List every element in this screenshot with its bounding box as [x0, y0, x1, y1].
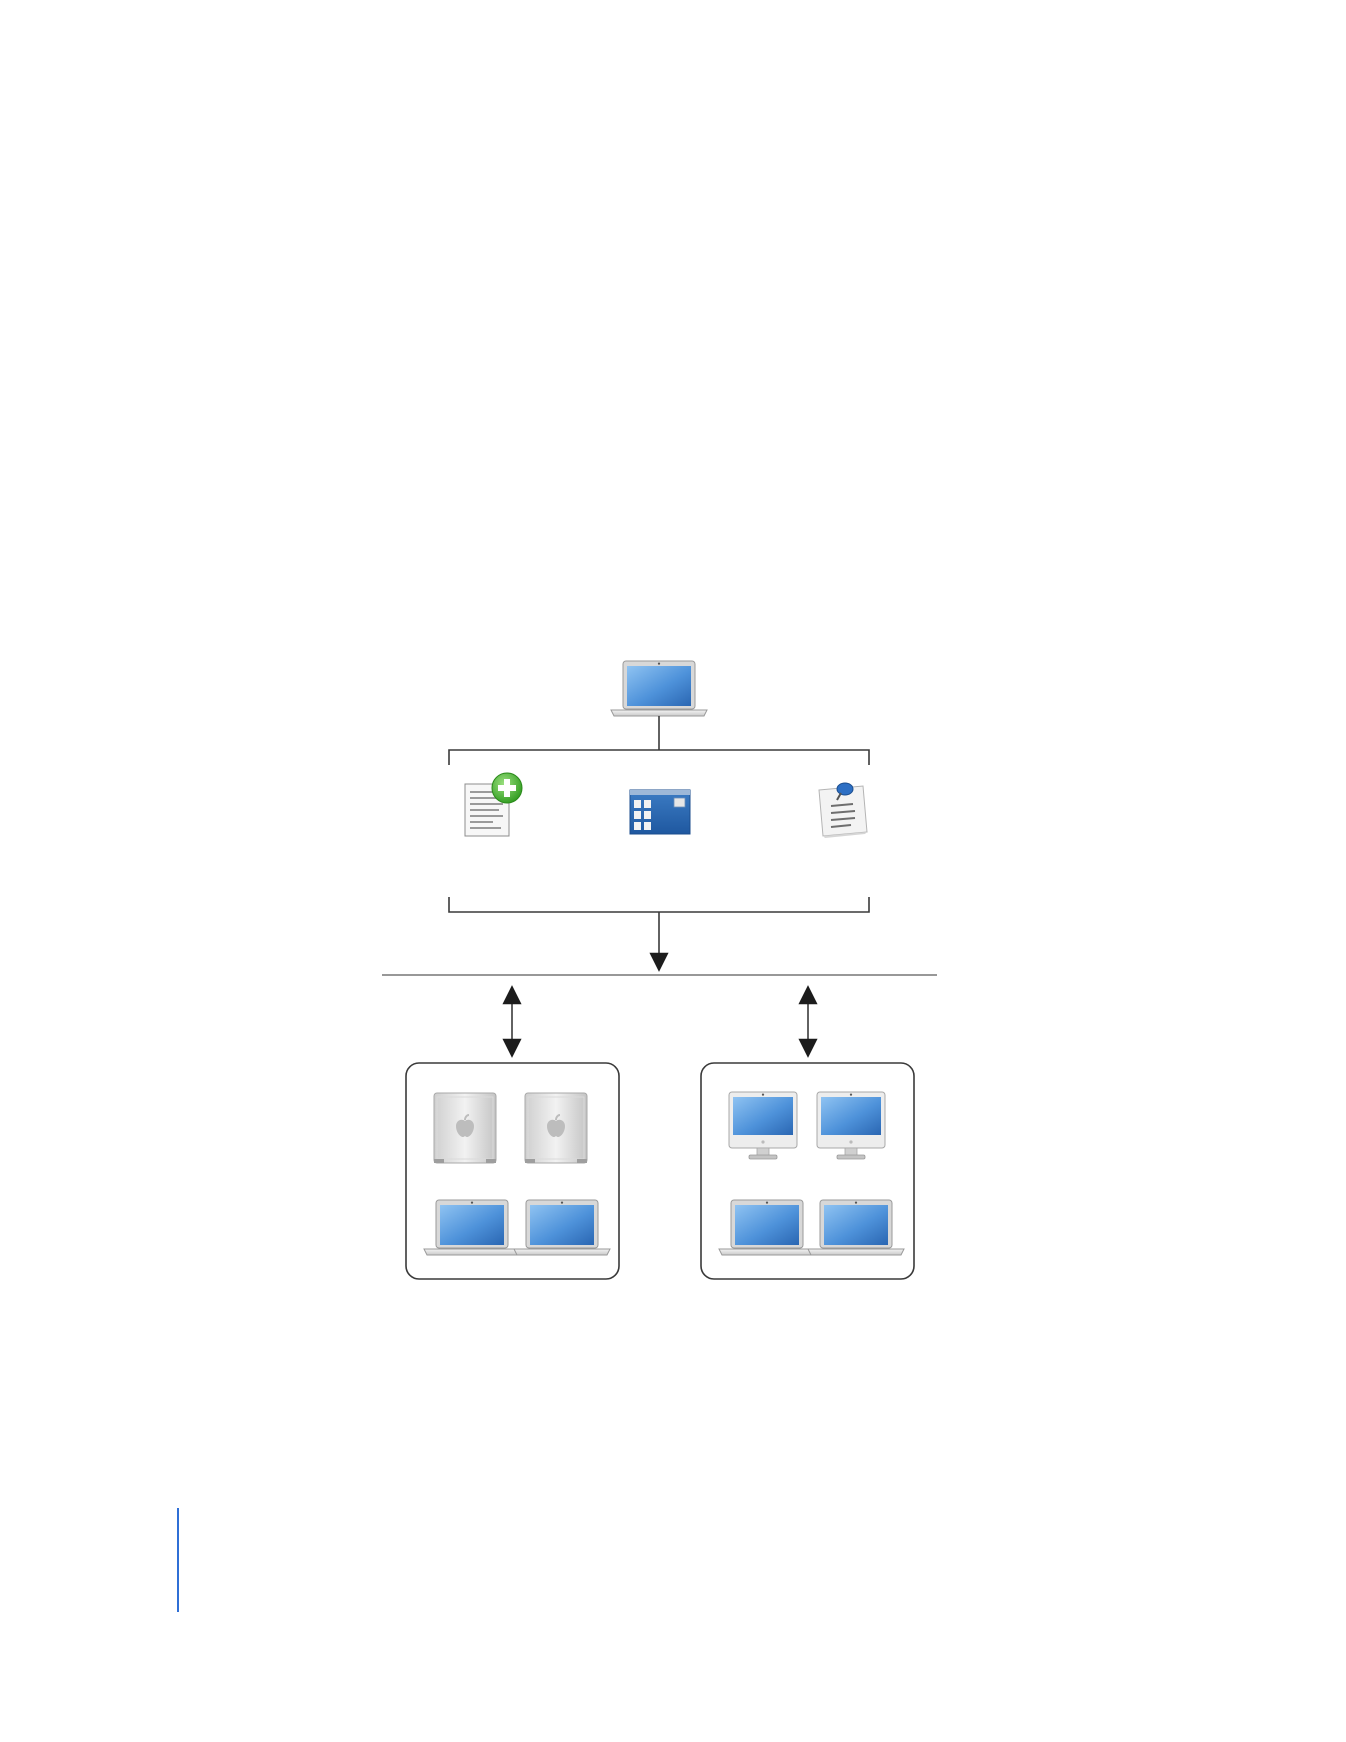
laptop-computer	[513, 1199, 611, 1256]
laptop-computer	[718, 1199, 816, 1256]
top-connector	[448, 716, 870, 765]
new-document-icon	[464, 772, 523, 837]
note-pin-icon	[818, 782, 868, 838]
tower-computer	[433, 1092, 497, 1164]
dashboard-window-icon	[629, 789, 691, 835]
source-laptop	[610, 660, 708, 717]
page-margin-rule	[177, 1508, 179, 1612]
right-computer-group	[700, 1062, 915, 1280]
left-computer-group	[405, 1062, 620, 1280]
tower-computer	[524, 1092, 588, 1164]
laptop-computer	[807, 1199, 905, 1256]
laptop-computer	[423, 1199, 521, 1256]
bottom-connector	[448, 897, 870, 913]
